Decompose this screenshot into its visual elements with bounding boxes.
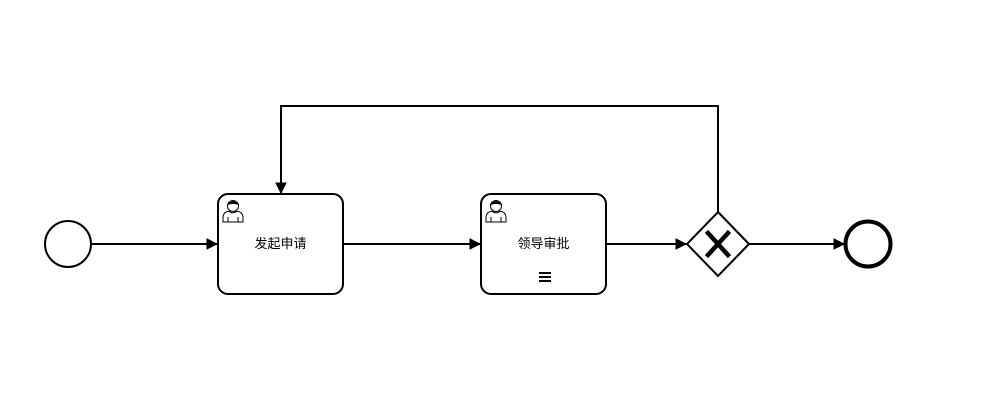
task-box: [480, 193, 607, 295]
user-task-approve[interactable]: 领导审批: [480, 193, 607, 295]
task-box: [217, 193, 344, 295]
sequential-multi-instance-icon: [539, 272, 551, 282]
task-label: 发起申请: [254, 236, 306, 252]
user-icon: [222, 200, 244, 223]
exclusive-gateway[interactable]: [685, 210, 751, 278]
end-event[interactable]: [843, 219, 893, 269]
user-task-apply[interactable]: 发起申请: [217, 193, 344, 295]
user-icon: [485, 200, 507, 223]
start-event[interactable]: [44, 220, 92, 268]
task-label: 领导审批: [517, 237, 569, 252]
sequence-flows: [91, 105, 846, 250]
x-marker-icon: [704, 229, 732, 259]
flow-gateway-loop-back-to-task-1[interactable]: [275, 105, 719, 212]
